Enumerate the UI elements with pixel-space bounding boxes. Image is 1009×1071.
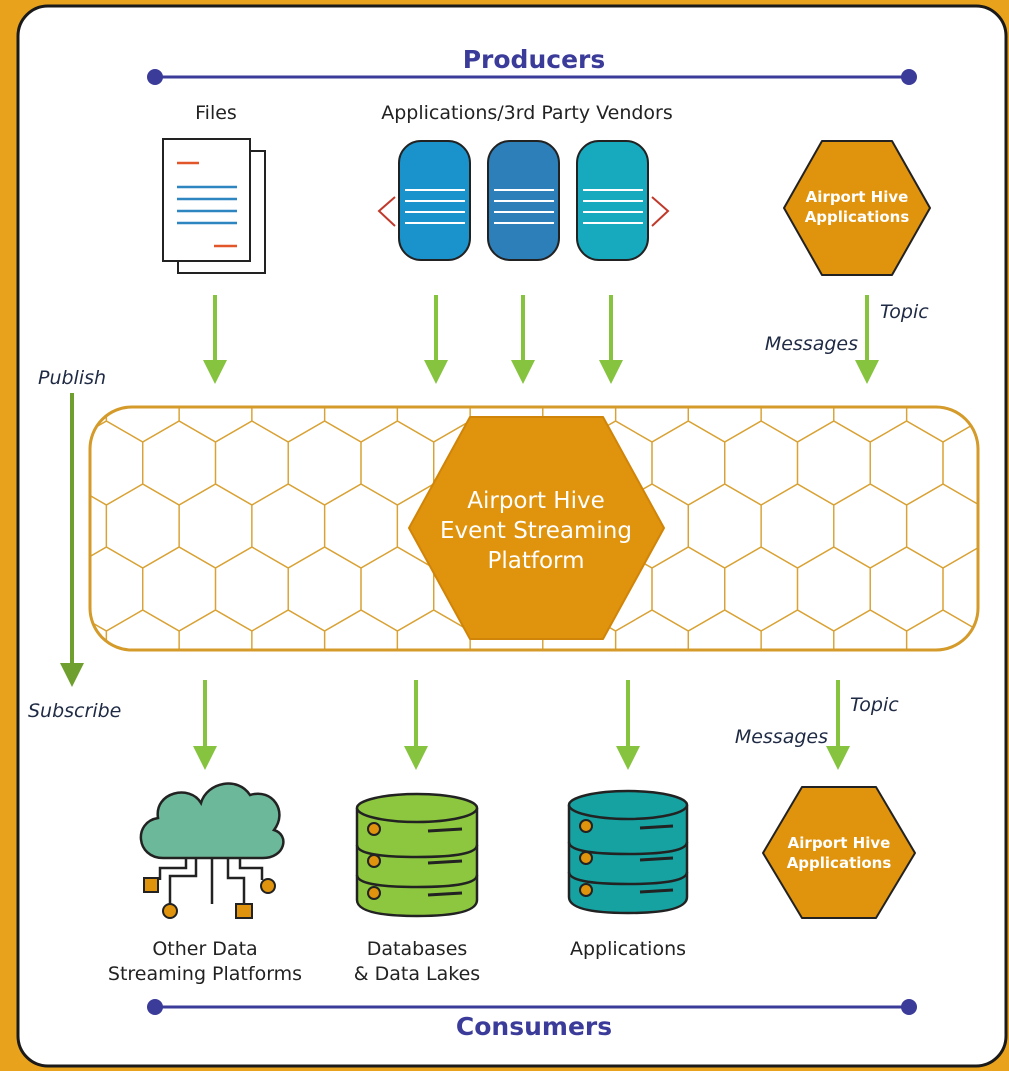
producer-hive-app-line1: Airport Hive: [806, 188, 909, 206]
files-label: Files: [195, 102, 237, 124]
applications-database-icon: [567, 789, 689, 915]
honeycomb-cell: [251, 609, 326, 650]
honeycomb-cell: [833, 609, 908, 650]
cloud-network-icon: [139, 782, 285, 919]
subscribe-label: Subscribe: [28, 700, 121, 722]
server-icon: [377, 140, 670, 261]
streaming-line2: Streaming Platforms: [108, 963, 302, 985]
platform-title-line3: Platform: [488, 548, 585, 574]
honeycomb-cell: [323, 609, 399, 650]
database-icon: [355, 792, 479, 918]
consumer-messages-label: Messages: [735, 726, 828, 748]
honeycomb-cell: [178, 609, 253, 650]
databases-line2: & Data Lakes: [354, 963, 480, 985]
honeycomb-cell: [760, 609, 835, 650]
producer-topic-label: Topic: [880, 301, 929, 323]
consumers-title: Consumers: [456, 1012, 612, 1041]
consumer-arrows: [193, 680, 850, 770]
applications-label: Applications: [570, 938, 686, 960]
producers-title: Producers: [463, 45, 606, 74]
consumer-hive-app-hexagon: Airport Hive Applications: [762, 786, 916, 919]
document-icon: [162, 138, 266, 274]
databases-line1: Databases: [367, 938, 468, 960]
producer-messages-label: Messages: [765, 333, 858, 355]
honeycomb-cell: [105, 609, 180, 650]
producer-hive-app-line2: Applications: [805, 208, 910, 226]
streaming-line1: Other Data: [152, 938, 257, 960]
consumer-hive-app-line2: Applications: [787, 854, 892, 872]
honeycomb-cell: [396, 609, 471, 650]
producer-arrows: [203, 295, 879, 384]
platform-hexagon: Airport Hive Event Streaming Platform: [408, 416, 665, 640]
honeycomb-cell: [905, 609, 978, 650]
consumers-line: [147, 999, 917, 1015]
publish-subscribe-arrow: [60, 393, 84, 687]
producers-line: [147, 69, 917, 85]
apps-label: Applications/3rd Party Vendors: [381, 102, 673, 124]
honeycomb-cell: [687, 609, 762, 650]
consumer-topic-label: Topic: [850, 694, 899, 716]
platform-title-line1: Airport Hive: [467, 488, 604, 514]
honeycomb-cell: [614, 609, 689, 650]
producer-hive-app-hexagon: Airport Hive Applications: [783, 140, 931, 276]
consumer-hive-app-line1: Airport Hive: [788, 834, 891, 852]
publish-label: Publish: [38, 367, 106, 389]
platform-title-line2: Event Streaming: [440, 518, 632, 544]
